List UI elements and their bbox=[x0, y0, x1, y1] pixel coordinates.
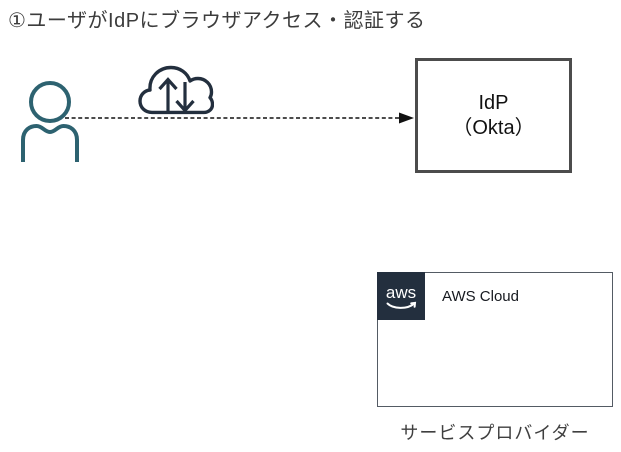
cloud-up-down-arrows-icon bbox=[138, 65, 214, 115]
aws-smile-swoosh bbox=[386, 302, 415, 309]
aws-cloud-box: aws AWS Cloud bbox=[376, 271, 613, 407]
idp-box-label-line2: （Okta） bbox=[452, 116, 535, 139]
idp-box-label: IdP （Okta） bbox=[452, 91, 534, 141]
diagram-title: ①ユーザがIdPにブラウザアクセス・認証する bbox=[8, 10, 426, 32]
aws-smile-arrow-tip bbox=[409, 301, 416, 308]
aws-logo-text: aws bbox=[385, 283, 415, 302]
idp-box: IdP （Okta） bbox=[415, 58, 572, 173]
aws-logo: aws bbox=[376, 271, 425, 320]
service-provider-caption: サービスプロバイダー bbox=[400, 423, 590, 443]
dashed-arrow-user-to-idp bbox=[65, 112, 414, 124]
idp-box-label-line1: IdP bbox=[478, 91, 509, 114]
user-icon bbox=[21, 81, 79, 162]
aws-logo-icon: aws bbox=[385, 283, 416, 309]
aws-cloud-label: AWS Cloud bbox=[442, 288, 519, 305]
